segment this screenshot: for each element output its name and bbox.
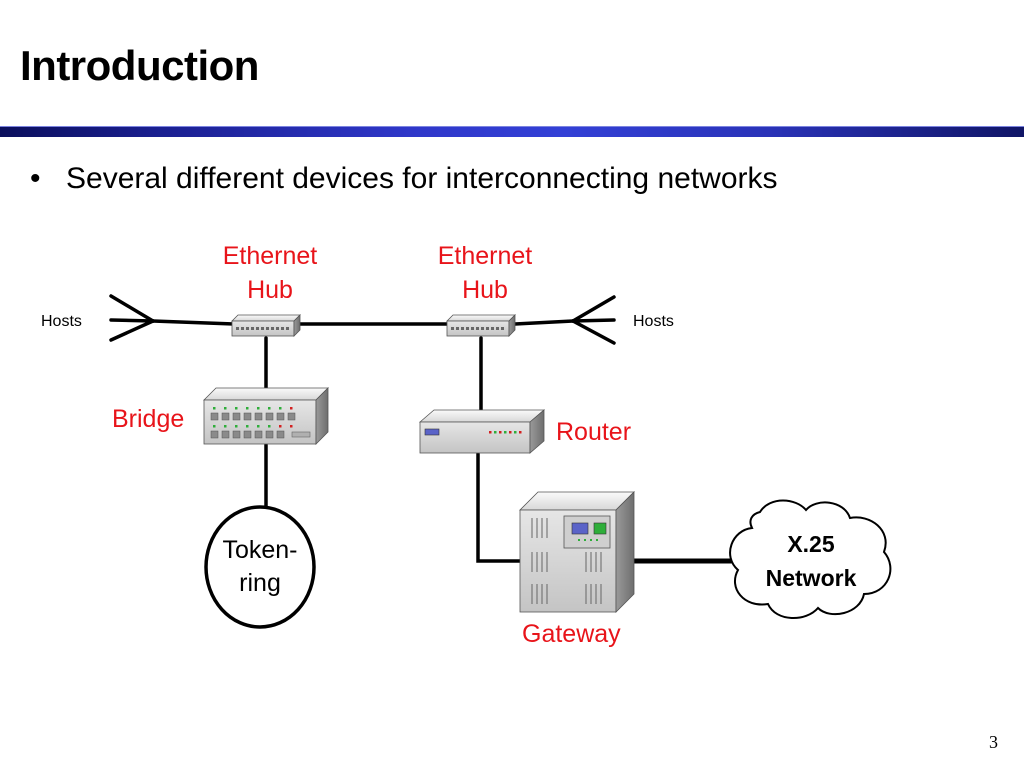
ethernet-hub-icon [231,314,301,337]
gateway-server-icon [519,491,635,613]
router-device-icon [418,409,546,454]
connection-lines [151,319,575,563]
link-router-to-gateway [476,452,524,563]
hub-left-label-line2: Hub [247,276,293,304]
token-ring-icon [204,505,316,629]
x25-cloud-icon [729,499,892,620]
bullet-dot: • [30,162,41,195]
ethernet-hub-icon [446,314,516,337]
hub-right-label-line1: Ethernet [438,242,533,270]
hosts-right-label: Hosts [633,313,674,330]
x25-label-line1: X.25 [787,531,835,557]
hosts-fan-icon [109,294,155,342]
bridge-label: Bridge [112,405,184,433]
hub-left-label-line1: Ethernet [223,242,318,270]
link-hub-right-to-hosts-right [513,319,575,326]
page-number: 3 [989,732,998,752]
hub-right-label-line2: Hub [462,276,508,304]
router-label: Router [556,418,631,446]
token-ring-label-line1: Token- [222,536,297,564]
x25-label-line2: Network [766,565,857,591]
bullet-item: • Several different devices for intercon… [30,162,778,196]
title-rule-highlight [0,126,1024,127]
hosts-left-label: Hosts [41,313,82,330]
slide-title: Introduction [20,42,259,89]
gateway-label: Gateway [522,620,621,648]
link-hosts-left-to-hub-left [151,319,236,326]
hosts-fan-icon [571,295,616,345]
bridge-device-icon [203,387,329,445]
title-rule [0,127,1024,137]
bullet-text: Several different devices for interconne… [66,162,778,195]
token-ring-label-line2: ring [239,569,281,597]
